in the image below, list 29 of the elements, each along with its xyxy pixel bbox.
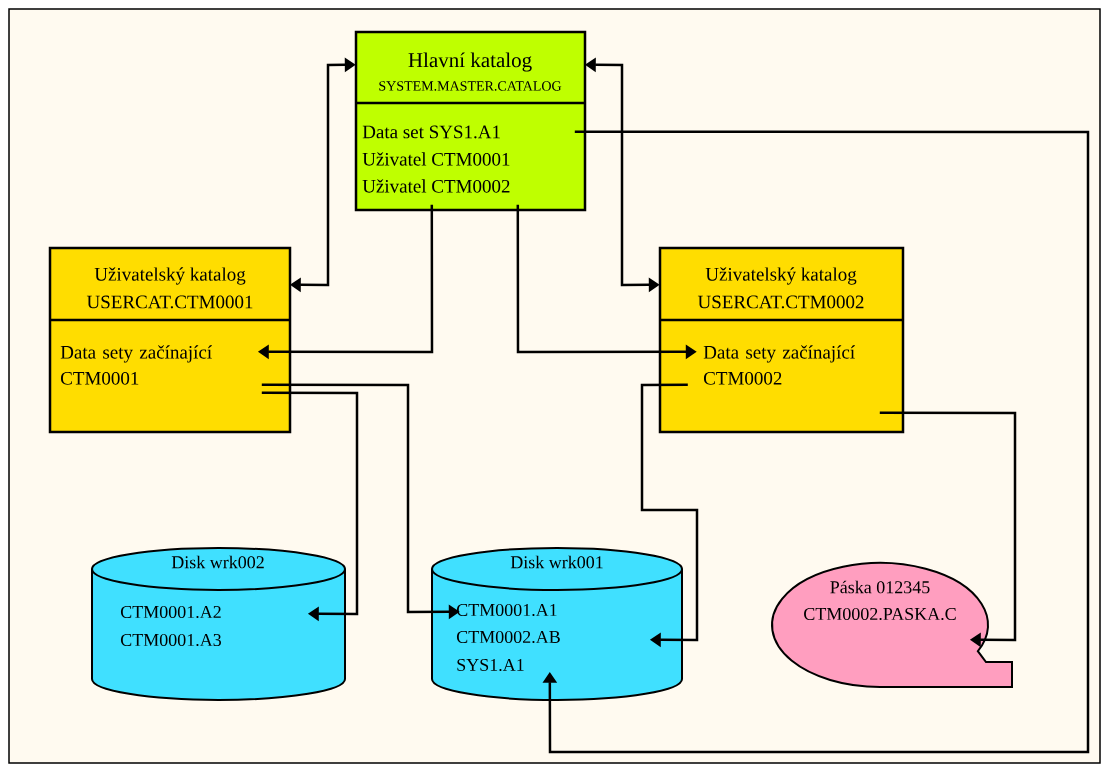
catalog-heading: Uživatelský katalog <box>94 267 246 285</box>
catalog-entry: Uživatel CTM0002 <box>362 179 510 193</box>
catalog-entry: Data set SYS1.A1 <box>362 125 500 139</box>
catalog-entry: Data sety začínající CTM0002 <box>703 345 855 385</box>
catalog-entry: Data sety začínající CTM0001 <box>60 345 212 385</box>
disk-cylinder <box>431 547 683 701</box>
catalog-heading: Uživatelský katalog <box>705 267 857 285</box>
dataset-name: SYS1.A1 <box>457 658 524 672</box>
arrow <box>261 391 359 622</box>
arrow <box>879 411 1017 648</box>
dataset-name: CTM0001.A1 <box>456 603 557 617</box>
disk-cylinder <box>91 547 346 701</box>
catalog-name: USERCAT.CTM0001 <box>86 295 253 309</box>
catalog-box <box>658 246 905 434</box>
tape-label: Páska 012345 <box>830 580 930 594</box>
dataset-name: CTM0001.A2 <box>120 605 221 619</box>
arrow <box>542 130 1090 754</box>
catalog-name: SYSTEM.MASTER.CATALOG <box>379 81 562 91</box>
catalog-box <box>354 30 587 212</box>
tape-shape <box>771 562 1013 688</box>
catalog-name: USERCAT.CTM0002 <box>697 295 864 309</box>
dataset-name: CTM0002.AB <box>456 630 560 644</box>
catalog-entry: Uživatel CTM0001 <box>362 152 510 166</box>
disk-label: Disk wrk001 <box>510 555 603 569</box>
catalog-box <box>48 246 292 434</box>
dataset-name: CTM0001.A3 <box>120 633 221 647</box>
dataset-name: CTM0002.PASKA.C <box>804 607 956 621</box>
catalog-heading: Hlavní katalog <box>408 52 532 72</box>
disk-label: Disk wrk002 <box>171 555 264 569</box>
